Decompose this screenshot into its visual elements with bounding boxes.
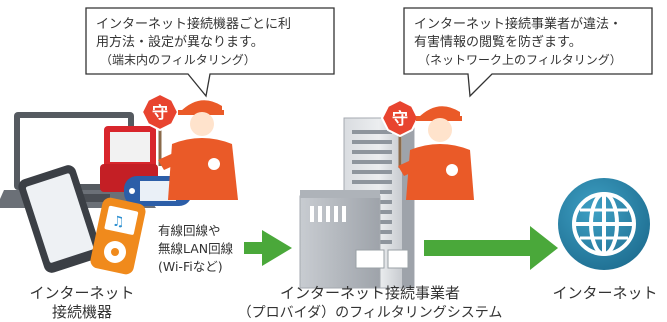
speech-bubble-right: インターネット接続事業者が違法・ 有害情報の閲覧を防ぎます。 （ネットワーク上の…: [403, 7, 653, 98]
stop-sign-icon: [140, 92, 180, 132]
smartphone-icon: [18, 165, 102, 273]
bubble-left-line2: 用方法・設定が異なります。: [96, 34, 264, 50]
internet-label: インターネット: [552, 284, 657, 302]
music-player-icon: ♫: [90, 197, 146, 275]
security-guard-left: 守: [140, 92, 238, 200]
sign-char-left: 守: [152, 103, 168, 122]
bubble-right-line2: 有害情報の閲覧を防ぎます。: [414, 34, 582, 50]
bubble-right-line3: （ネットワーク上のフィルタリング）: [418, 53, 622, 67]
arrow-label-line2: 無線LAN回線: [158, 241, 234, 256]
security-guard-right: 守: [380, 98, 474, 200]
bubble-right-line1: インターネット接続事業者が違法・: [414, 16, 622, 32]
sign-char-right: 守: [392, 109, 408, 128]
music-note-icon: ♫: [112, 214, 125, 230]
isp-label-line1: インターネット接続事業者: [280, 284, 460, 302]
devices-label-line2: 接続機器: [52, 303, 112, 321]
isp-label-line2: （プロバイダ）のフィルタリングシステム: [238, 305, 503, 321]
globe-icon: [558, 178, 650, 270]
arrow-label-line1: 有線回線や: [158, 223, 221, 238]
bubble-left-line1: インターネット接続機器ごとに利: [96, 16, 291, 32]
stop-sign-icon: [380, 98, 420, 138]
isp-building: [299, 117, 415, 289]
devices-label-line1: インターネット: [29, 284, 134, 302]
bubble-left-line3: （端末内のフィルタリング）: [100, 53, 256, 67]
arrow-label-line3: (Wi-Fiなど): [158, 259, 223, 274]
arrow-isp-to-internet: [424, 226, 558, 270]
speech-bubble-left: インターネット接続機器ごとに利 用方法・設定が異なります。 （端末内のフィルタリ…: [85, 7, 335, 98]
